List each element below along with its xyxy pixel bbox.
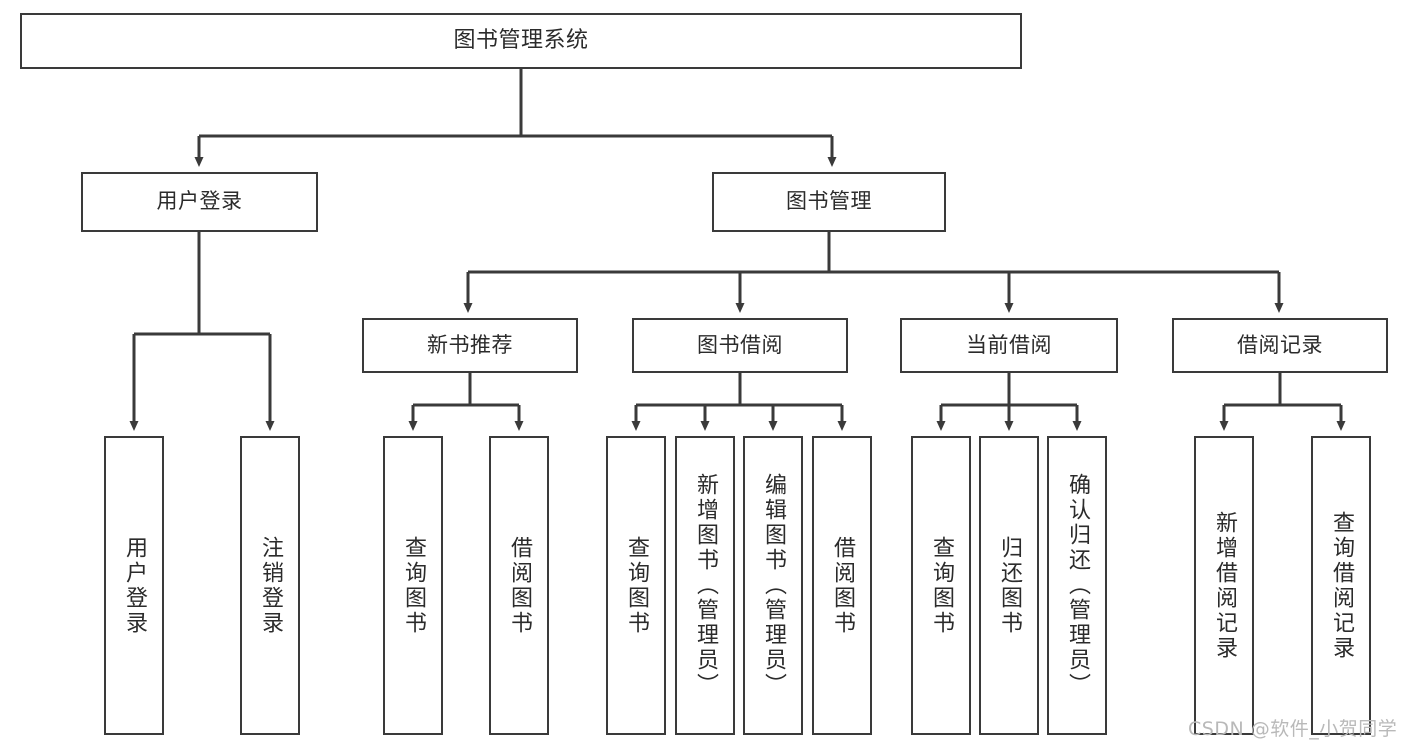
- node-leaf-logout[interactable]: 注销登录: [240, 436, 300, 735]
- node-book-borrow-label: 图书借阅: [697, 332, 783, 357]
- node-leaf-query-book-3-label: 查询图书: [929, 535, 954, 636]
- node-user-login-label: 用户登录: [156, 189, 243, 214]
- node-borrow-record[interactable]: 借阅记录: [1172, 318, 1388, 373]
- node-current-borrow[interactable]: 当前借阅: [900, 318, 1118, 373]
- node-book-borrow[interactable]: 图书借阅: [632, 318, 848, 373]
- node-leaf-edit-book-label: 编辑图书（管理员）: [761, 473, 786, 698]
- node-leaf-add-book-label: 新增图书（管理员）: [693, 473, 718, 698]
- node-leaf-query-book-1-label: 查询图书: [401, 535, 426, 636]
- node-leaf-query-record[interactable]: 查询借阅记录: [1311, 436, 1371, 735]
- node-leaf-borrow-book-2[interactable]: 借阅图书: [812, 436, 872, 735]
- node-leaf-user-login-label: 用户登录: [122, 535, 147, 636]
- node-leaf-add-record[interactable]: 新增借阅记录: [1194, 436, 1254, 735]
- node-new-book-recommend[interactable]: 新书推荐: [362, 318, 578, 373]
- node-leaf-confirm-return[interactable]: 确认归还（管理员）: [1047, 436, 1107, 735]
- node-leaf-borrow-book-1-label: 借阅图书: [507, 535, 532, 636]
- node-leaf-add-book[interactable]: 新增图书（管理员）: [675, 436, 735, 735]
- node-leaf-return-book[interactable]: 归还图书: [979, 436, 1039, 735]
- node-leaf-borrow-book-2-label: 借阅图书: [830, 535, 855, 636]
- node-leaf-add-record-label: 新增借阅记录: [1212, 510, 1237, 661]
- node-current-borrow-label: 当前借阅: [966, 332, 1052, 357]
- node-book-manage-label: 图书管理: [786, 189, 872, 214]
- node-leaf-query-book-2-label: 查询图书: [624, 535, 649, 636]
- node-leaf-confirm-return-label: 确认归还（管理员）: [1065, 473, 1090, 698]
- node-user-login[interactable]: 用户登录: [81, 172, 318, 232]
- node-leaf-edit-book[interactable]: 编辑图书（管理员）: [743, 436, 803, 735]
- csdn-watermark: CSDN @软件_小贺同学: [1188, 718, 1398, 740]
- node-book-manage[interactable]: 图书管理: [712, 172, 946, 232]
- node-new-book-recommend-label: 新书推荐: [427, 332, 513, 357]
- node-leaf-query-book-2[interactable]: 查询图书: [606, 436, 666, 735]
- node-leaf-query-book-1[interactable]: 查询图书: [383, 436, 443, 735]
- node-root-label: 图书管理系统: [453, 28, 589, 54]
- node-leaf-query-record-label: 查询借阅记录: [1329, 510, 1354, 661]
- node-leaf-user-login[interactable]: 用户登录: [104, 436, 164, 735]
- node-root[interactable]: 图书管理系统: [20, 13, 1022, 69]
- node-leaf-return-book-label: 归还图书: [997, 535, 1022, 636]
- node-leaf-logout-label: 注销登录: [258, 535, 283, 636]
- node-borrow-record-label: 借阅记录: [1237, 332, 1323, 357]
- node-leaf-query-book-3[interactable]: 查询图书: [911, 436, 971, 735]
- node-leaf-borrow-book-1[interactable]: 借阅图书: [489, 436, 549, 735]
